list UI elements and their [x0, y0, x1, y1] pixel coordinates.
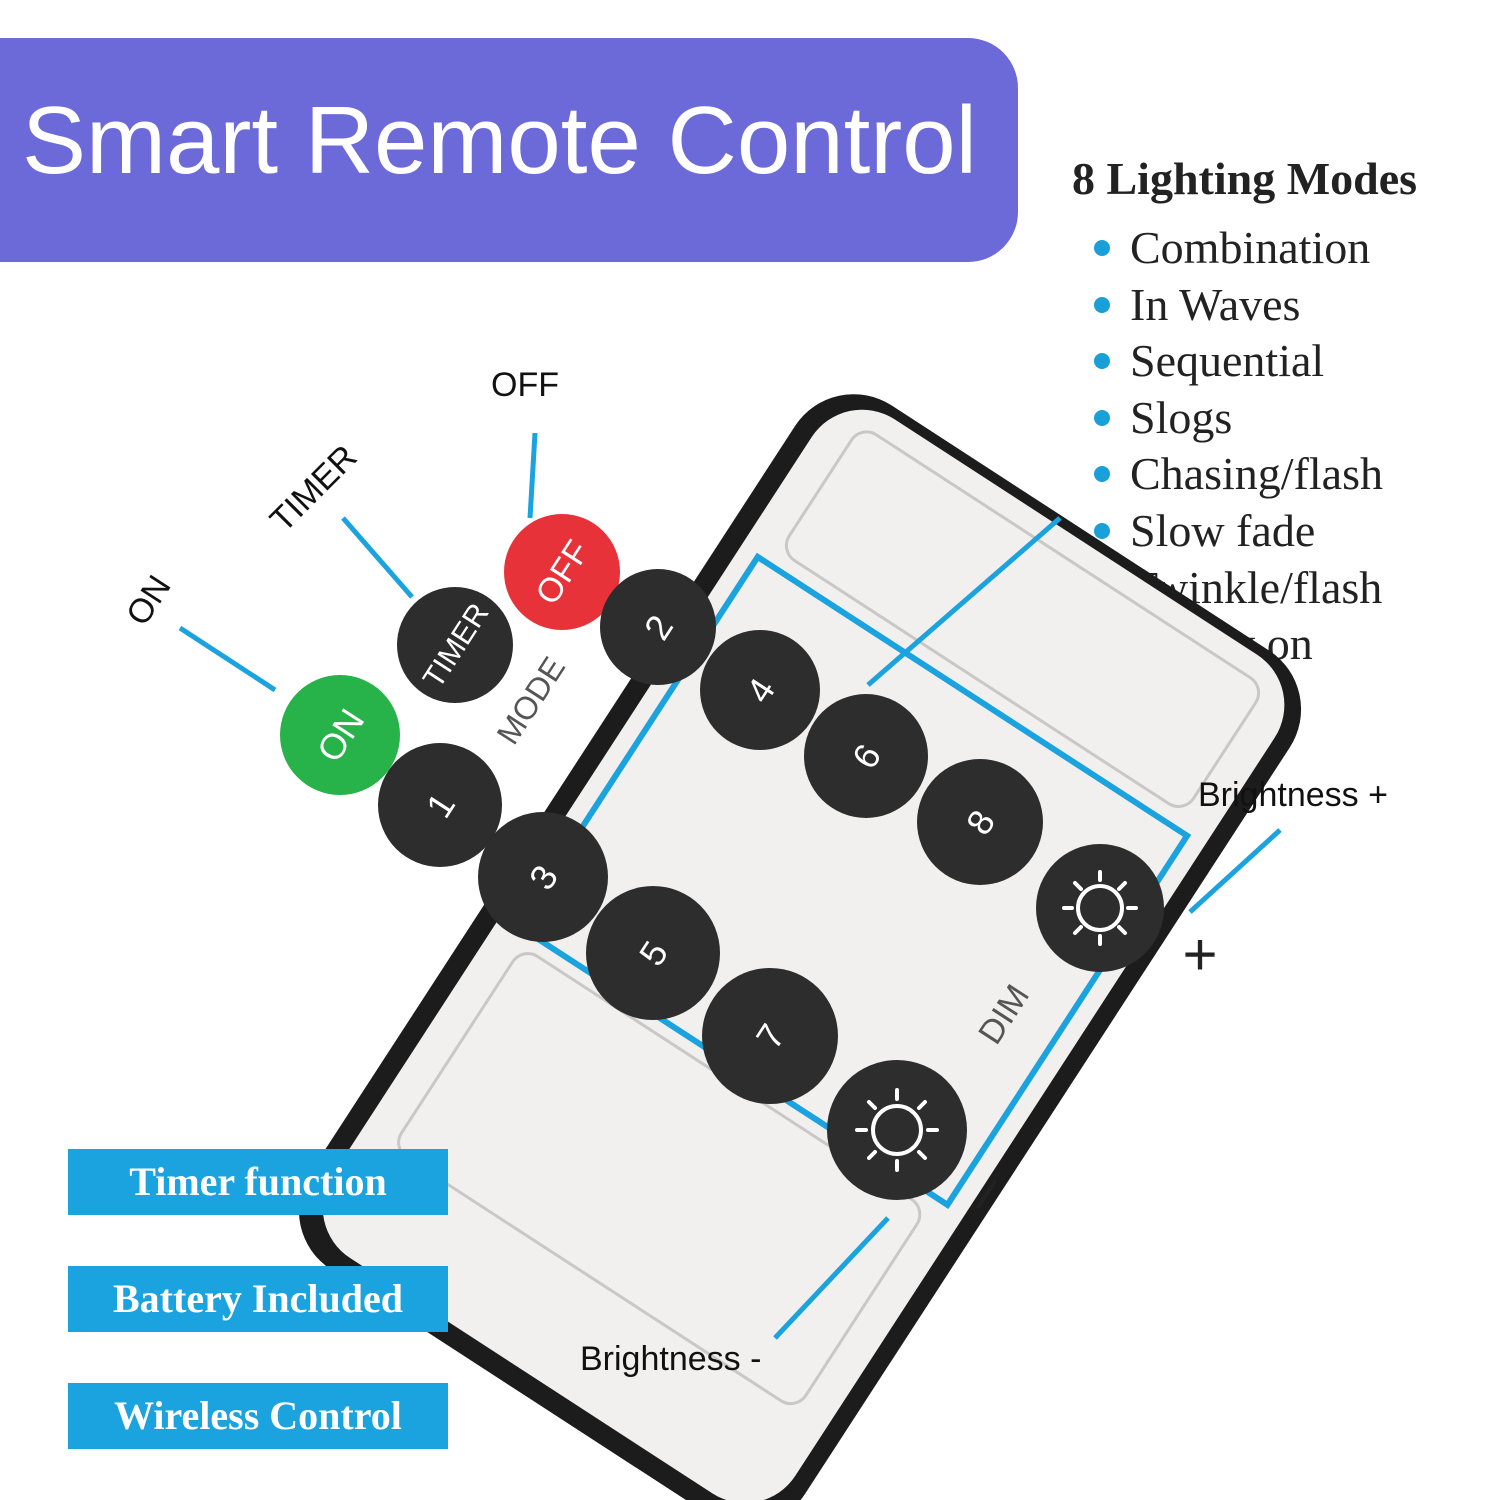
mode-button-7[interactable]: 7: [702, 968, 838, 1104]
mode-button-4[interactable]: 4: [700, 630, 820, 750]
plus-sign: +: [1182, 921, 1217, 988]
brightness-minus-callout: Brightness -: [580, 1340, 762, 1378]
bullet-icon: [1094, 353, 1110, 370]
mode-button-6[interactable]: 6: [804, 694, 928, 818]
bullet-icon: [1094, 296, 1110, 313]
modes-callout-line: [866, 516, 1062, 687]
bullet-icon: [1094, 522, 1110, 539]
mode-button-2[interactable]: 2: [600, 569, 716, 685]
brightness-up-button[interactable]: [1036, 844, 1164, 972]
page-title: Smart Remote Control: [22, 87, 977, 194]
callout-lines: [178, 432, 1282, 1340]
mode-button-8[interactable]: 8: [917, 759, 1043, 885]
list-item: Slogs: [1092, 390, 1383, 447]
lighting-modes-title: 8 Lighting Modes: [1072, 153, 1418, 204]
bullet-icon: [1094, 409, 1110, 426]
mode-button-1[interactable]: 1: [378, 743, 502, 867]
feature-badge-wireless: Wireless Control: [68, 1383, 448, 1449]
brightness-down-button[interactable]: [827, 1060, 967, 1200]
brightness-plus-callout-line: [1188, 828, 1282, 914]
title-banner: [0, 38, 1018, 262]
sun-icon: [855, 1088, 939, 1172]
mode-button-5[interactable]: 5: [586, 886, 720, 1020]
list-item: Chasing/flash: [1092, 446, 1383, 503]
feature-badge-timer: Timer function: [68, 1149, 448, 1215]
list-item: In Waves: [1092, 277, 1383, 334]
on-callout-line: [178, 625, 277, 693]
timer-callout-line: [341, 516, 414, 599]
bullet-icon: [1094, 466, 1110, 483]
on-callout: ON: [119, 569, 179, 632]
off-callout-line: [527, 432, 538, 519]
timer-button[interactable]: TIMER: [397, 587, 513, 703]
list-item: Slow fade: [1092, 503, 1383, 560]
feature-badge-battery: Battery Included: [68, 1266, 448, 1332]
remote-face: [322, 409, 1285, 1500]
bullet-icon: [1094, 240, 1110, 256]
off-button[interactable]: OFF: [504, 514, 620, 630]
brightness-plus-callout: Brightness +: [1198, 776, 1388, 814]
mode-button-3[interactable]: 3: [478, 812, 608, 942]
sun-icon: [1062, 870, 1138, 946]
list-item: Sequential: [1092, 333, 1383, 390]
brightness-minus-callout-line: [773, 1216, 890, 1340]
off-callout: OFF: [491, 366, 559, 404]
power-panel: [784, 430, 1261, 808]
list-item: Combination: [1092, 220, 1383, 277]
on-button[interactable]: ON: [280, 675, 400, 795]
